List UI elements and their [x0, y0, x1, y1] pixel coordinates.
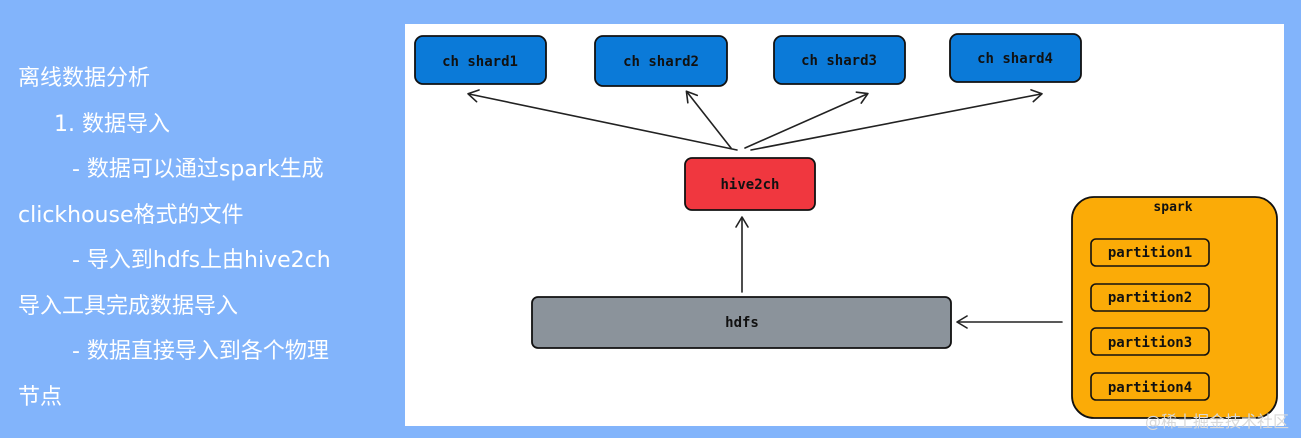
partition-1: partition1	[1090, 238, 1210, 267]
partition-4: partition4	[1090, 372, 1210, 401]
partition-label-2: partition2	[1108, 290, 1192, 306]
hdfs-label: hdfs	[725, 315, 759, 331]
notes-bullet-1b: clickhouse格式的文件	[18, 202, 244, 228]
partition-2: partition2	[1090, 283, 1210, 312]
notes-title: 离线数据分析	[18, 66, 151, 91]
hive2ch-node: hive2ch	[684, 157, 816, 211]
notes-bullet-2a: - 导入到hdfs上由hive2ch	[72, 248, 331, 273]
partition-label-1: partition1	[1108, 245, 1192, 261]
spark-label: spark	[1153, 200, 1192, 215]
notes-panel: 离线数据分析 1. 数据导入 - 数据可以通过spark生成 clickhous…	[18, 56, 388, 420]
shard-label-2: ch shard2	[623, 54, 699, 70]
partition-label-3: partition3	[1108, 335, 1192, 351]
shard-node-4: ch shard4	[949, 33, 1082, 83]
partition-3: partition3	[1090, 327, 1210, 356]
arrow-to-shard3	[744, 91, 869, 149]
notes-bullet-1a: - 数据可以通过spark生成	[72, 157, 324, 182]
arrow-to-shard1	[467, 89, 738, 151]
notes-bullet-2b: 导入工具完成数据导入	[18, 293, 239, 319]
diagram-canvas: ch shard1 ch shard2 ch shard3 ch shard4 …	[405, 24, 1284, 426]
shard-node-2: ch shard2	[594, 35, 728, 87]
arrow-to-shard4	[750, 89, 1043, 151]
hive2ch-label: hive2ch	[720, 177, 779, 193]
notes-item-1: 1. 数据导入	[54, 111, 170, 137]
hdfs-node: hdfs	[531, 296, 952, 349]
architecture-diagram: ch shard1 ch shard2 ch shard3 ch shard4 …	[414, 33, 1278, 419]
watermark: @稀土掘金技术社区	[1144, 412, 1289, 431]
arrow-to-shard2	[685, 90, 732, 149]
shard-node-3: ch shard3	[773, 35, 906, 85]
shard-label-3: ch shard3	[801, 53, 877, 69]
shard-node-1: ch shard1	[414, 35, 547, 85]
notes-bullet-3b: 节点	[18, 384, 63, 410]
hive-to-shards-arrows	[467, 89, 1063, 329]
shard-label-4: ch shard4	[977, 51, 1053, 67]
shard-label-1: ch shard1	[442, 54, 518, 70]
notes-bullet-3a: - 数据直接导入到各个物理	[72, 339, 329, 364]
partition-label-4: partition4	[1108, 380, 1192, 396]
spark-node: spark partition1 partition2 partition3 p…	[1071, 196, 1278, 419]
